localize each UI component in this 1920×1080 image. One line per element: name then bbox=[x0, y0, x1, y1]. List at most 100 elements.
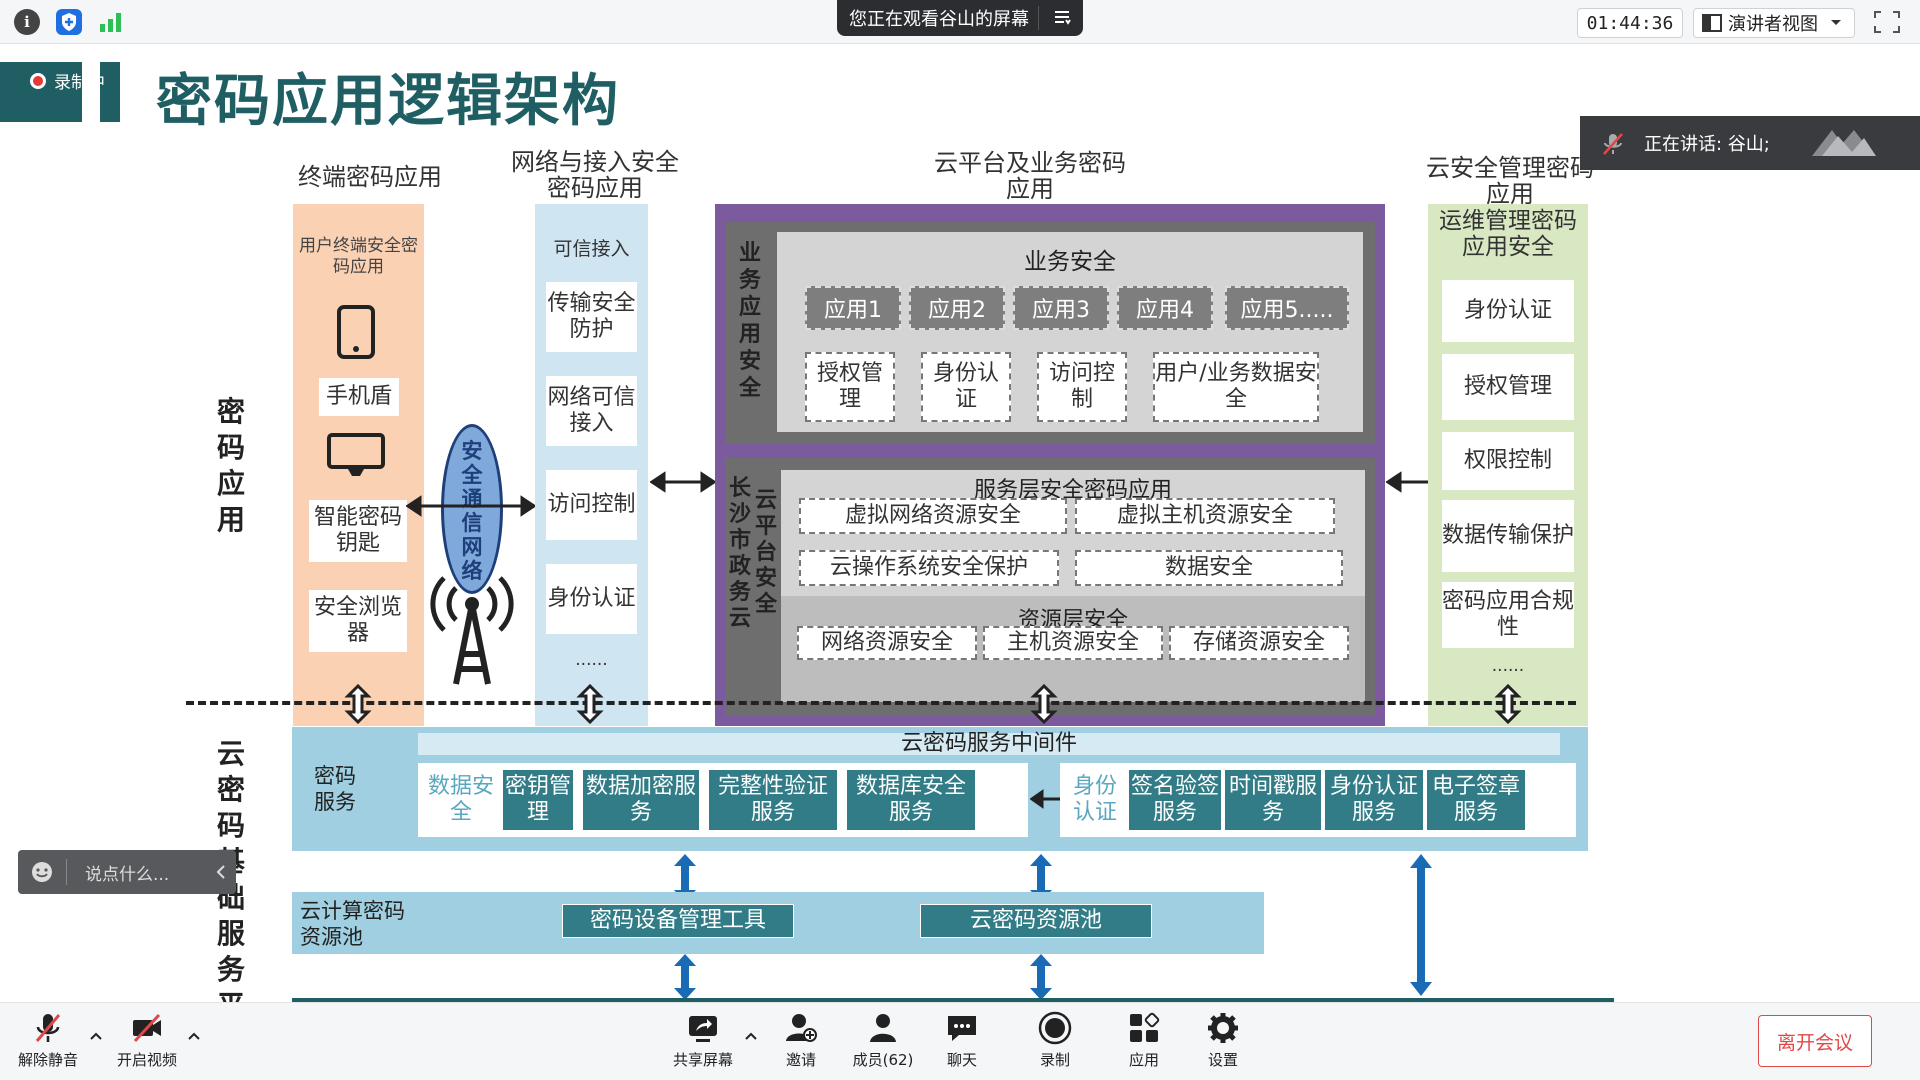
middleware-title: 云密码服务中间件 bbox=[418, 733, 1560, 755]
biz-identity-box: 身份认证 bbox=[921, 352, 1011, 422]
banner-text: 您正在观看谷山的屏幕 bbox=[849, 9, 1029, 30]
emoji-icon[interactable] bbox=[30, 860, 54, 884]
title-accent-bar-2 bbox=[100, 62, 120, 122]
members-icon bbox=[870, 1014, 896, 1042]
members-button[interactable]: 成员(62) bbox=[846, 1011, 920, 1077]
gear-icon bbox=[1208, 1013, 1238, 1043]
updown-arrow-pool-2 bbox=[1030, 954, 1052, 1000]
chat-placeholder: 说点什么... bbox=[85, 864, 170, 885]
arrow-middleware bbox=[1030, 789, 1060, 809]
share-screen-icon bbox=[689, 1016, 717, 1042]
side-label-crypto-app: 密码应用 bbox=[216, 395, 245, 536]
apps-label: 应用 bbox=[1128, 1051, 1159, 1069]
side-label-cloud-crypto: 云密码基础服务平 bbox=[216, 737, 245, 1002]
share-screen-button[interactable]: 共享屏幕 bbox=[666, 1011, 740, 1077]
start-video-button[interactable]: 开启视频 bbox=[110, 1011, 184, 1077]
cloud-side-label-2: 云平台安全 bbox=[754, 488, 777, 617]
updown-arrow-pool-1 bbox=[674, 954, 696, 1000]
shield-icon[interactable] bbox=[56, 9, 82, 35]
ops-permission-box: 权限控制 bbox=[1442, 432, 1574, 490]
host-resource-box: 主机资源安全 bbox=[983, 626, 1163, 660]
updown-arrow-mw-3 bbox=[1410, 854, 1432, 996]
crypto-service-label: 密码服务 bbox=[314, 764, 356, 814]
video-off-icon bbox=[133, 1013, 161, 1043]
ops-auth-manage-box: 授权管理 bbox=[1442, 354, 1574, 420]
invite-button[interactable]: 邀请 bbox=[764, 1011, 838, 1077]
mw-key-manage-box: 密钥管理 bbox=[502, 769, 574, 831]
chat-label: 聊天 bbox=[946, 1051, 977, 1069]
trusted-network-box: 网络可信接入 bbox=[546, 376, 637, 446]
mw-timestamp-box: 时间戳服务 bbox=[1224, 769, 1322, 831]
collapse-chevron-icon[interactable] bbox=[216, 864, 226, 880]
fullscreen-icon[interactable] bbox=[1872, 9, 1902, 35]
updown-arrow-3 bbox=[1030, 684, 1058, 724]
recording-label: 录制中 bbox=[54, 73, 105, 93]
updown-arrow-mw-2 bbox=[1030, 854, 1052, 902]
biz-side-label: 业务应用安全 bbox=[738, 241, 761, 401]
apps-button[interactable]: 应用 bbox=[1107, 1011, 1181, 1077]
biz-access-control-box: 访问控制 bbox=[1037, 352, 1127, 422]
invite-label: 邀请 bbox=[785, 1051, 816, 1069]
chevron-up-icon[interactable] bbox=[89, 1031, 103, 1041]
view-mode-dropdown[interactable]: 演讲者视图 bbox=[1693, 8, 1855, 38]
col1-header: 终端密码应用 bbox=[298, 163, 442, 191]
updown-arrow-1 bbox=[344, 684, 372, 724]
mic-muted-icon bbox=[1603, 133, 1623, 155]
ops-compliance-box: 密码应用合规性 bbox=[1442, 582, 1574, 648]
terminal-box-title: 用户终端安全密码应用 bbox=[299, 236, 418, 277]
double-arrow-col2-col3 bbox=[650, 471, 716, 493]
virtual-network-box: 虚拟网络资源安全 bbox=[799, 498, 1067, 534]
record-button[interactable]: 录制 bbox=[1018, 1011, 1092, 1077]
signal-icon[interactable] bbox=[98, 9, 124, 35]
layout-icon bbox=[1702, 14, 1722, 32]
mw-e-seal-box: 电子签章服务 bbox=[1426, 769, 1526, 831]
title-accent-bar bbox=[0, 62, 82, 122]
layer-separator bbox=[186, 701, 1576, 705]
chat-button[interactable]: 聊天 bbox=[925, 1011, 999, 1077]
network-access-panel: 可信接入 传输安全防护 网络可信接入 访问控制 身份认证 ...... bbox=[535, 204, 648, 726]
chevron-up-icon[interactable] bbox=[187, 1031, 201, 1041]
speaker-avatar-icon bbox=[1812, 130, 1876, 156]
antenna-tower-icon bbox=[430, 576, 514, 685]
updown-arrow-2 bbox=[576, 684, 604, 724]
storage-resource-box: 存储资源安全 bbox=[1169, 626, 1349, 660]
recording-indicator[interactable]: 录制中 bbox=[30, 68, 105, 93]
info-icon[interactable]: i bbox=[14, 9, 40, 35]
mw-identity-box: 身份认证 bbox=[1064, 769, 1126, 831]
screen-share-banner: 您正在观看谷山的屏幕 bbox=[837, 0, 1083, 36]
resource-layer: 资源层安全 网络资源安全 主机资源安全 存储资源安全 bbox=[781, 596, 1365, 702]
cloud-management-panel: 运维管理密码应用安全 身份认证 授权管理 权限控制 数据传输保护 密码应用合规性… bbox=[1428, 204, 1588, 726]
chevron-up-icon[interactable] bbox=[744, 1031, 758, 1041]
col4-more: ...... bbox=[1491, 656, 1525, 676]
transport-security-box: 传输安全防护 bbox=[546, 282, 637, 352]
chat-input-bar[interactable]: 说点什么... bbox=[18, 850, 236, 894]
double-arrow-network bbox=[406, 495, 536, 517]
middleware-panel: 云密码服务中间件 密码服务 数据安全 密钥管理 数据加密服务 完整性验证服务 数… bbox=[292, 727, 1588, 851]
unmute-label: 解除静音 bbox=[17, 1051, 78, 1069]
resource-pool-panel: 云计算密码资源池 密码设备管理工具 云密码资源池 bbox=[292, 892, 1264, 954]
updown-arrow-mw-1 bbox=[674, 854, 696, 902]
ops-identity-box: 身份认证 bbox=[1442, 280, 1574, 342]
unmute-button[interactable]: 解除静音 bbox=[11, 1011, 85, 1077]
top-bar: i 您正在观看谷山的屏幕 01:44:36 演讲者视图 bbox=[0, 0, 1920, 44]
biz-title: 业务安全 bbox=[1024, 249, 1116, 275]
col4-header: 云安全管理密码应用 bbox=[1426, 154, 1594, 208]
bottom-layer-line bbox=[292, 998, 1614, 1002]
mw-identity-service-box: 身份认证服务 bbox=[1324, 769, 1424, 831]
menu-icon[interactable] bbox=[1052, 7, 1072, 27]
app-box: 应用4 bbox=[1117, 286, 1213, 330]
business-inner: 业务安全 应用1 应用2 应用3 应用4 应用5..... 授权管理 身份认证 … bbox=[777, 232, 1363, 432]
data-security-box: 数据安全 bbox=[1075, 550, 1343, 586]
biz-data-security-box: 用户/业务数据安全 bbox=[1153, 352, 1319, 422]
identity-auth-box: 身份认证 bbox=[546, 564, 637, 634]
leave-meeting-button[interactable]: 离开会议 bbox=[1758, 1015, 1872, 1067]
cloud-side-label: 长沙市政务云 bbox=[728, 476, 751, 631]
trusted-access-title: 可信接入 bbox=[553, 238, 630, 260]
mobile-shield-box: 手机盾 bbox=[319, 378, 399, 416]
col3-header: 云平台及业务密码应用 bbox=[934, 149, 1126, 203]
shared-slide: 录制中 密码应用逻辑架构 终端密码应用 网络与接入安全密码应用 云平台及业务密码… bbox=[0, 44, 1920, 1002]
updown-arrow-4 bbox=[1494, 684, 1522, 724]
middleware-right-group: 身份认证 签名验签服务 时间戳服务 身份认证服务 电子签章服务 bbox=[1060, 763, 1576, 837]
settings-button[interactable]: 设置 bbox=[1186, 1011, 1260, 1077]
